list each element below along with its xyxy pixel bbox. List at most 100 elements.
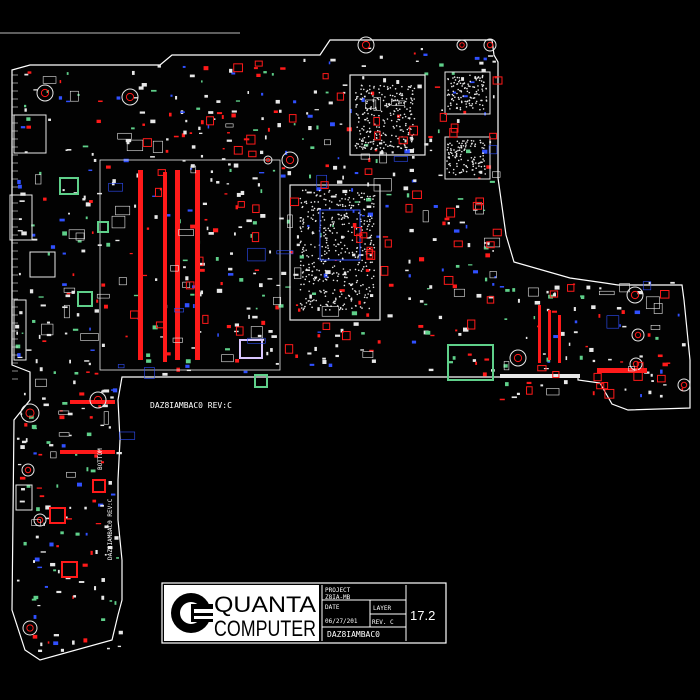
red-pad-outline — [405, 203, 413, 213]
vram-ball-grid — [473, 93, 476, 96]
smd-component — [73, 595, 77, 598]
vram-ball-grid — [484, 173, 487, 175]
smd-component — [226, 139, 232, 142]
smd-component — [328, 61, 331, 65]
gpu-ball-grid — [391, 84, 394, 87]
smd-component — [287, 171, 292, 176]
vram-ball-grid — [482, 142, 484, 145]
smd-component — [411, 155, 415, 159]
red-pad-outline — [142, 138, 152, 147]
cpu-ball-grid — [338, 295, 341, 298]
cpu-ball-grid — [373, 203, 375, 205]
smd-component — [112, 179, 116, 183]
smd-component — [484, 358, 490, 361]
smd-component — [267, 278, 273, 280]
smd-component — [146, 227, 150, 230]
cpu-package — [289, 184, 381, 321]
red-pad-outline — [154, 187, 163, 197]
cpu-ball-grid — [343, 236, 345, 238]
gpu-ball-grid — [407, 132, 410, 134]
smd-component — [227, 132, 230, 134]
vram-ball-grid — [473, 86, 476, 88]
smd-component — [116, 557, 120, 559]
cpu-ball-grid — [317, 201, 320, 203]
vram-ball-grid — [468, 99, 471, 102]
smd-component — [434, 86, 441, 88]
smd-component — [44, 585, 49, 588]
smd-component — [106, 647, 110, 650]
vram-ball-grid — [469, 74, 471, 77]
smd-component — [503, 364, 508, 368]
cpu-ball-grid — [325, 252, 328, 254]
cpu-ball-grid — [357, 255, 359, 258]
vram-ball-grid — [481, 161, 483, 164]
vram-ball-grid — [467, 159, 469, 162]
smd-component — [456, 119, 460, 123]
red-pad-outline — [446, 207, 456, 218]
smd-component — [175, 95, 178, 100]
cpu-ball-grid — [325, 290, 328, 293]
red-pad-outline — [155, 321, 166, 329]
smd-component — [215, 257, 219, 261]
cpu-ball-grid — [313, 261, 315, 264]
vram-ball-grid — [472, 97, 475, 100]
cpu-ball-grid — [366, 228, 368, 230]
vram-ball-grid — [462, 144, 465, 147]
gpu-ball-grid — [397, 145, 400, 148]
gpu-ball-grid — [394, 99, 397, 101]
smd-component — [160, 336, 165, 338]
smd-component — [185, 119, 188, 123]
vram-ball-grid — [459, 155, 462, 158]
smd-component — [182, 65, 186, 68]
component-outline — [324, 139, 331, 146]
smd-component — [492, 95, 495, 99]
part-number: DAZ8IAMBAC0 — [327, 630, 380, 639]
smd-component — [96, 119, 101, 124]
smd-component — [220, 281, 223, 286]
smd-component — [424, 143, 429, 146]
smd-component — [339, 123, 343, 125]
cpu-ball-grid — [311, 299, 314, 302]
cpu-ball-grid — [355, 281, 358, 284]
smd-component — [660, 369, 663, 374]
smd-component — [336, 180, 343, 184]
smd-component — [452, 284, 457, 289]
cpu-ball-grid — [338, 308, 341, 311]
cpu-ball-grid — [312, 231, 314, 233]
gpu-ball-grid — [390, 119, 393, 122]
vram-ball-grid — [463, 149, 466, 152]
smd-component — [379, 55, 383, 59]
gpu-ball-grid — [397, 137, 399, 140]
component-outline — [69, 90, 79, 102]
gpu-ball-grid — [413, 87, 416, 90]
smd-component — [479, 170, 483, 174]
smd-component — [32, 238, 38, 241]
smd-component — [21, 332, 24, 334]
vram-ball-grid — [446, 94, 449, 96]
cpu-ball-grid — [324, 309, 327, 311]
vram-ball-grid — [466, 100, 468, 103]
smd-component — [579, 355, 583, 360]
cpu-ball-grid — [302, 246, 305, 249]
smd-component — [62, 401, 68, 405]
smd-component — [351, 188, 354, 192]
component-outline — [628, 366, 635, 372]
cpu-ball-grid — [363, 198, 366, 201]
red-pad-outline — [596, 383, 605, 390]
vram-ball-grid — [466, 139, 469, 142]
smd-component — [657, 354, 663, 358]
smd-component — [540, 384, 544, 387]
mounting-hole — [281, 151, 299, 169]
smd-component — [37, 604, 41, 607]
smd-component — [69, 434, 72, 437]
red-pad-outline — [443, 275, 454, 285]
cpu-ball-grid — [302, 271, 305, 273]
vram-ball-grid — [478, 165, 480, 167]
gpu-ball-grid — [369, 141, 372, 143]
smd-component — [33, 452, 37, 455]
smd-component — [190, 224, 196, 229]
smd-component — [58, 96, 63, 100]
cpu-ball-grid — [373, 269, 375, 272]
vram-ball-grid — [481, 88, 483, 90]
smd-component — [213, 118, 216, 120]
